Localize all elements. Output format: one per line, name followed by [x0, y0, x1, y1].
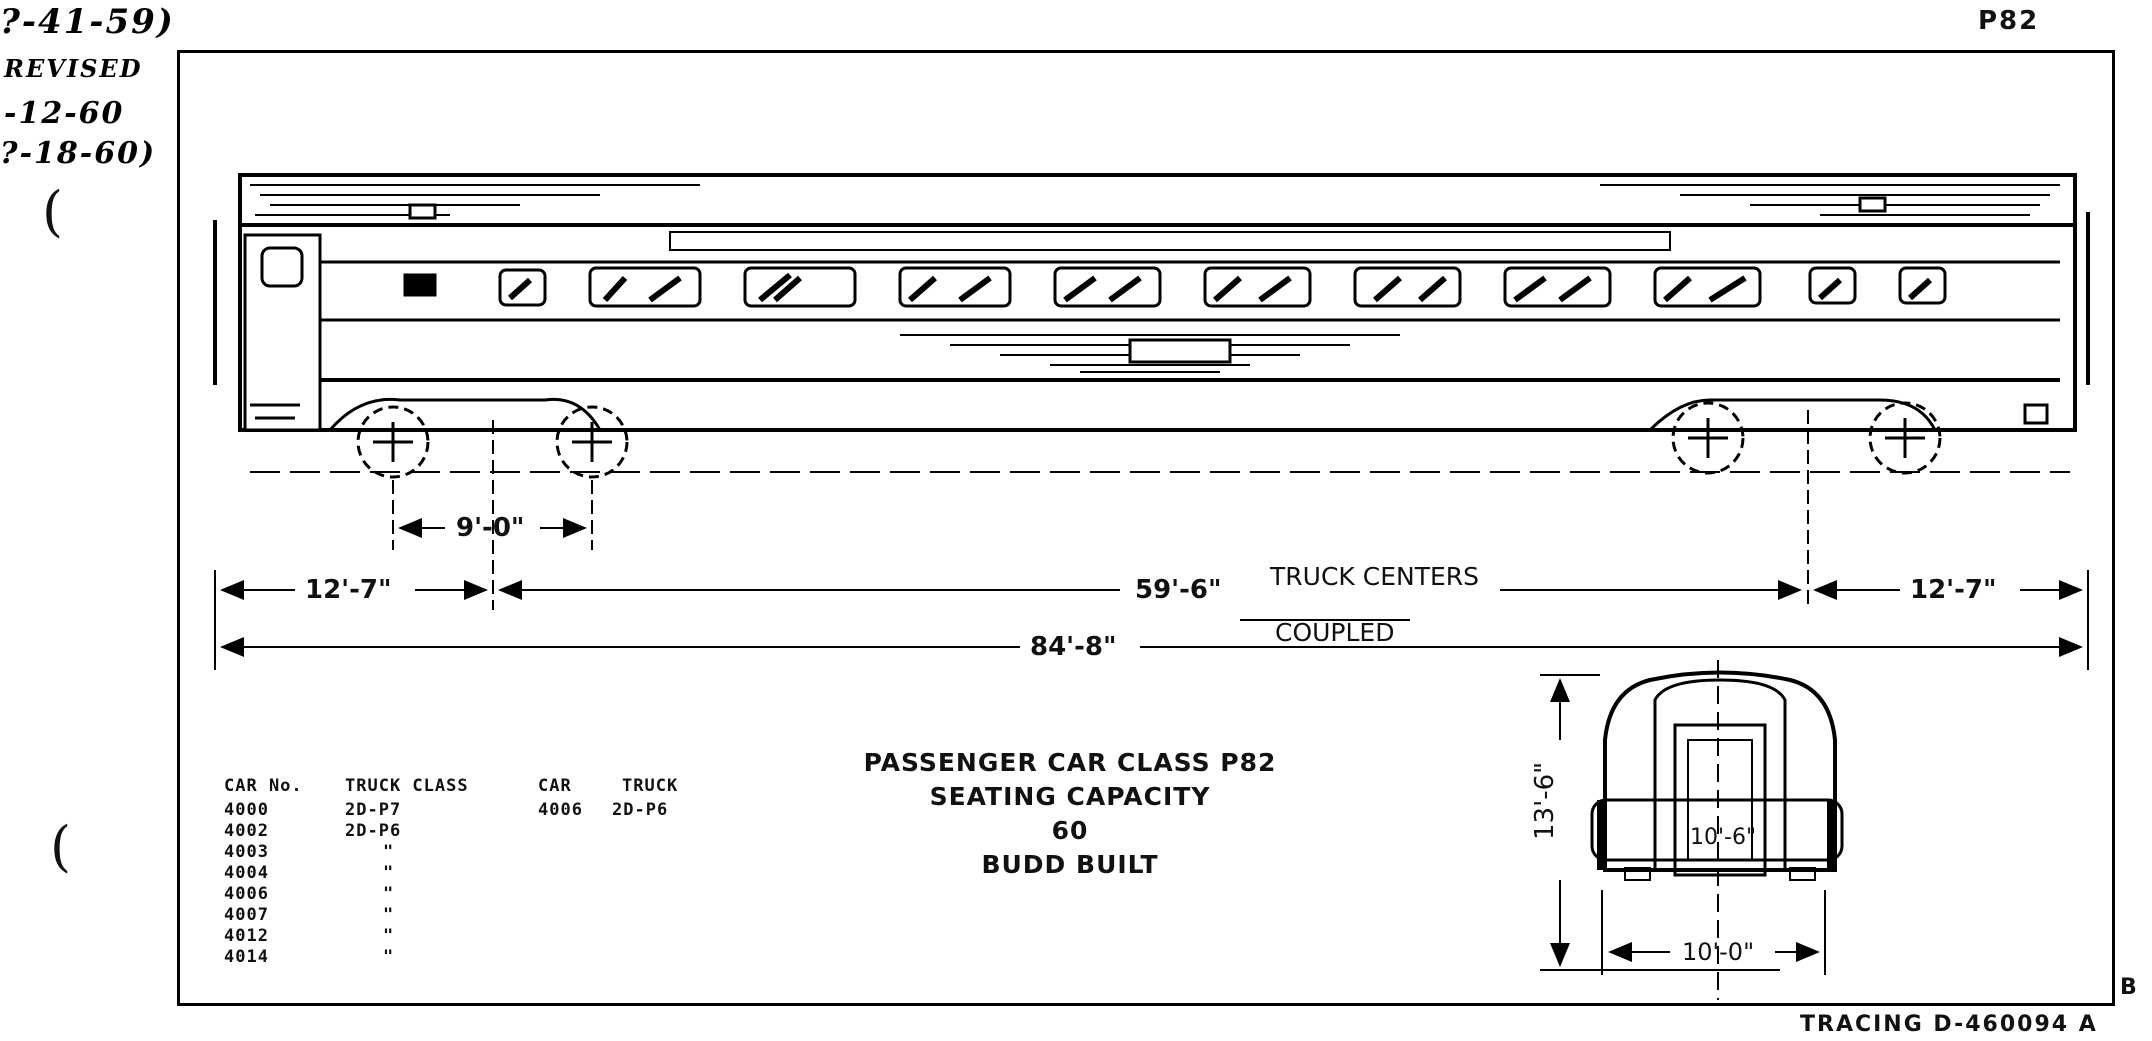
window	[743, 266, 857, 308]
window	[1353, 266, 1462, 308]
car-number: 4000	[224, 800, 269, 820]
edge-mark: B	[2120, 975, 2137, 1000]
header-truck: TRUCK	[622, 776, 679, 796]
truck-wheelbase-dimension: 9'-0"	[456, 513, 525, 543]
vestibule-door	[243, 233, 322, 432]
window	[1053, 266, 1162, 308]
truck-class: 2D-P6	[345, 821, 402, 841]
car-number: 4006	[224, 884, 269, 904]
truck-centers-dimension: 59'-6"	[1135, 575, 1222, 605]
binder-hole-mark: (	[50, 815, 72, 878]
end-elevation	[1540, 660, 1844, 1000]
window	[1203, 266, 1312, 308]
window	[498, 268, 547, 307]
side-door-step	[1128, 338, 1232, 364]
car-number: 4014	[224, 947, 269, 967]
roof-vent-right	[1858, 196, 1887, 213]
revision-note-revised: REVISED	[4, 54, 143, 83]
header-truck-class: TRUCK CLASS	[345, 776, 469, 796]
header-car-no: CAR No.	[224, 776, 303, 796]
dimension-lines	[214, 410, 2089, 670]
wheel	[555, 405, 629, 479]
car-class-title: PASSENGER CAR CLASS P82	[863, 748, 1277, 777]
car-body-outline	[238, 173, 2077, 432]
vestibule-window	[260, 246, 304, 288]
window	[898, 266, 1012, 308]
truck-class: 2D-P7	[345, 800, 402, 820]
roof-vent-left	[408, 203, 437, 220]
window	[1808, 266, 1857, 305]
end-inner-dimension: 10'-6"	[1690, 825, 1757, 850]
car-number: 4012	[224, 926, 269, 946]
window	[1653, 266, 1762, 308]
window	[1898, 266, 1947, 305]
title-block: PASSENGER CAR CLASS P82 SEATING CAPACITY…	[850, 746, 1290, 882]
ditto-mark: "	[383, 947, 395, 967]
trucks	[250, 397, 2060, 479]
truck-centers-label: TRUCK CENTERS	[1270, 562, 1479, 591]
car-number: 4004	[224, 863, 269, 883]
window	[1503, 266, 1612, 308]
binder-hole-mark: (	[42, 180, 64, 243]
car-number: 4003	[224, 842, 269, 862]
tracing-number: TRACING D-460094 A	[1800, 1012, 2098, 1037]
roof-shading	[250, 184, 2060, 373]
ditto-mark: "	[383, 842, 395, 862]
ditto-mark: "	[383, 926, 395, 946]
header-car: CAR	[538, 776, 572, 796]
seating-capacity-label: SEATING CAPACITY	[929, 782, 1211, 811]
ditto-mark: "	[383, 863, 395, 883]
wheel	[356, 405, 430, 479]
window-glare	[507, 272, 1933, 303]
sheet-code: P82	[1978, 6, 2040, 36]
end-overhang-left-dimension: 12'-7"	[305, 575, 392, 605]
end-height-dimension: 13'-6"	[1530, 761, 1560, 840]
end-width-dimension: 10'-0"	[1682, 938, 1755, 966]
car-body	[213, 173, 2090, 432]
builder-label: BUDD BUILT	[981, 850, 1159, 879]
car-number: 4002	[224, 821, 269, 841]
ditto-mark: "	[383, 905, 395, 925]
car-number-column: 4000 4002 4003 4004 4006 4007 4012 4014	[224, 800, 269, 968]
window	[588, 266, 702, 308]
truck-class-column: 2D-P7 2D-P6 " " " " " "	[345, 800, 401, 968]
extra-truck-class: 2D-P6	[612, 800, 669, 820]
coupled-length-dimension: 84'-8"	[1030, 632, 1117, 662]
revision-note-date-3: ?-18-60)	[0, 136, 157, 171]
drawing-frame	[177, 50, 2115, 1006]
revision-note-date: ?-41-59)	[0, 2, 175, 42]
car-number: 4007	[224, 905, 269, 925]
coupled-label: COUPLED	[1275, 618, 1395, 647]
window	[403, 273, 437, 297]
revision-note-date-2: -12-60	[4, 96, 125, 131]
extra-car-number: 4006	[538, 800, 583, 820]
windows	[403, 266, 1947, 308]
end-overhang-right-dimension: 12'-7"	[1910, 575, 1997, 605]
seating-capacity-value: 60	[1051, 816, 1089, 845]
ditto-mark: "	[383, 884, 395, 904]
letterboard	[669, 231, 1671, 251]
